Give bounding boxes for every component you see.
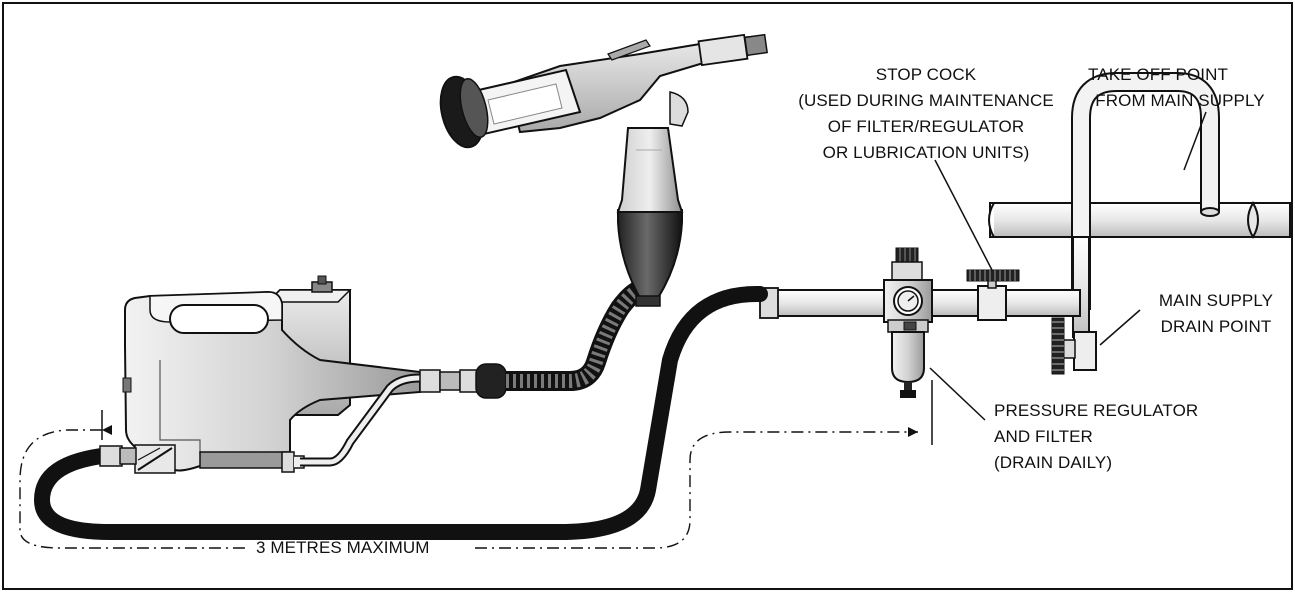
stop-cock-line-4: OR LUBRICATION UNITS) (823, 143, 1030, 162)
distance-dimension: 3 METRES MAXIMUM (19, 380, 933, 557)
callout-main-supply-drain: MAIN SUPPLY DRAIN POINT (1159, 291, 1273, 336)
take-off-u-pipe (1071, 72, 1220, 310)
stop-cock-line-2: (USED DURING MAINTENANCE (798, 91, 1054, 110)
pressure-regulator-line-3: (DRAIN DAILY) (994, 453, 1112, 472)
callout-stop-cock: STOP COCK (USED DURING MAINTENANCE OF FI… (798, 65, 1054, 162)
drop-leg (1062, 236, 1097, 371)
metal-return-line (300, 373, 421, 467)
callout-take-off-point: TAKE OFF POINT FROM MAIN SUPPLY (1088, 65, 1265, 110)
rivet-tool (439, 33, 769, 307)
hydraulic-power-unit (122, 275, 421, 474)
drain-valve-handwheel (1051, 317, 1065, 375)
main-supply-pipe (988, 201, 1291, 239)
leader-lines (929, 111, 1207, 421)
drain-point-line-2: DRAIN POINT (1161, 317, 1272, 336)
pressure-regulator-unit (883, 247, 933, 398)
stop-cock-line-1: STOP COCK (876, 65, 977, 84)
stop-cock (966, 269, 1020, 321)
distance-label: 3 METRES MAXIMUM (256, 538, 430, 557)
take-off-line-1: TAKE OFF POINT (1088, 65, 1228, 84)
tool-hose-coupling (419, 363, 507, 399)
pressure-regulator-line-1: PRESSURE REGULATOR (994, 401, 1198, 420)
drain-point-line-1: MAIN SUPPLY (1159, 291, 1273, 310)
air-supply-hose (33, 285, 768, 540)
take-off-line-2: FROM MAIN SUPPLY (1095, 91, 1264, 110)
pressure-regulator-line-2: AND FILTER (994, 427, 1093, 446)
callout-pressure-regulator: PRESSURE REGULATOR AND FILTER (DRAIN DAI… (994, 401, 1198, 472)
corrugated-hose (506, 280, 644, 391)
stop-cock-line-3: OF FILTER/REGULATOR (828, 117, 1024, 136)
